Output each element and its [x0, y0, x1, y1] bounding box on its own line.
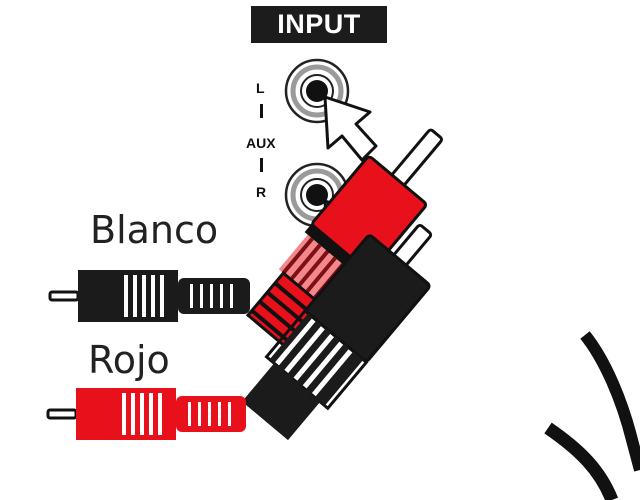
black-plug-large: [242, 223, 433, 441]
divider-bar-bottom: [260, 158, 263, 172]
aux-label: AUX: [246, 135, 276, 151]
legend-red-label: Rojo: [88, 338, 170, 382]
divider-bar-top: [260, 104, 263, 118]
legend-white-label: Blanco: [90, 208, 219, 252]
red-cable-wire: [580, 331, 640, 472]
legend-white-plug: [48, 270, 250, 322]
black-cable: [544, 422, 619, 500]
jack-left-label: L: [256, 80, 265, 96]
arrow-to-left-jack: [323, 95, 378, 162]
jack-right-label: R: [256, 184, 267, 200]
legend-red-plug: [46, 388, 246, 440]
input-header: INPUT: [251, 6, 387, 43]
